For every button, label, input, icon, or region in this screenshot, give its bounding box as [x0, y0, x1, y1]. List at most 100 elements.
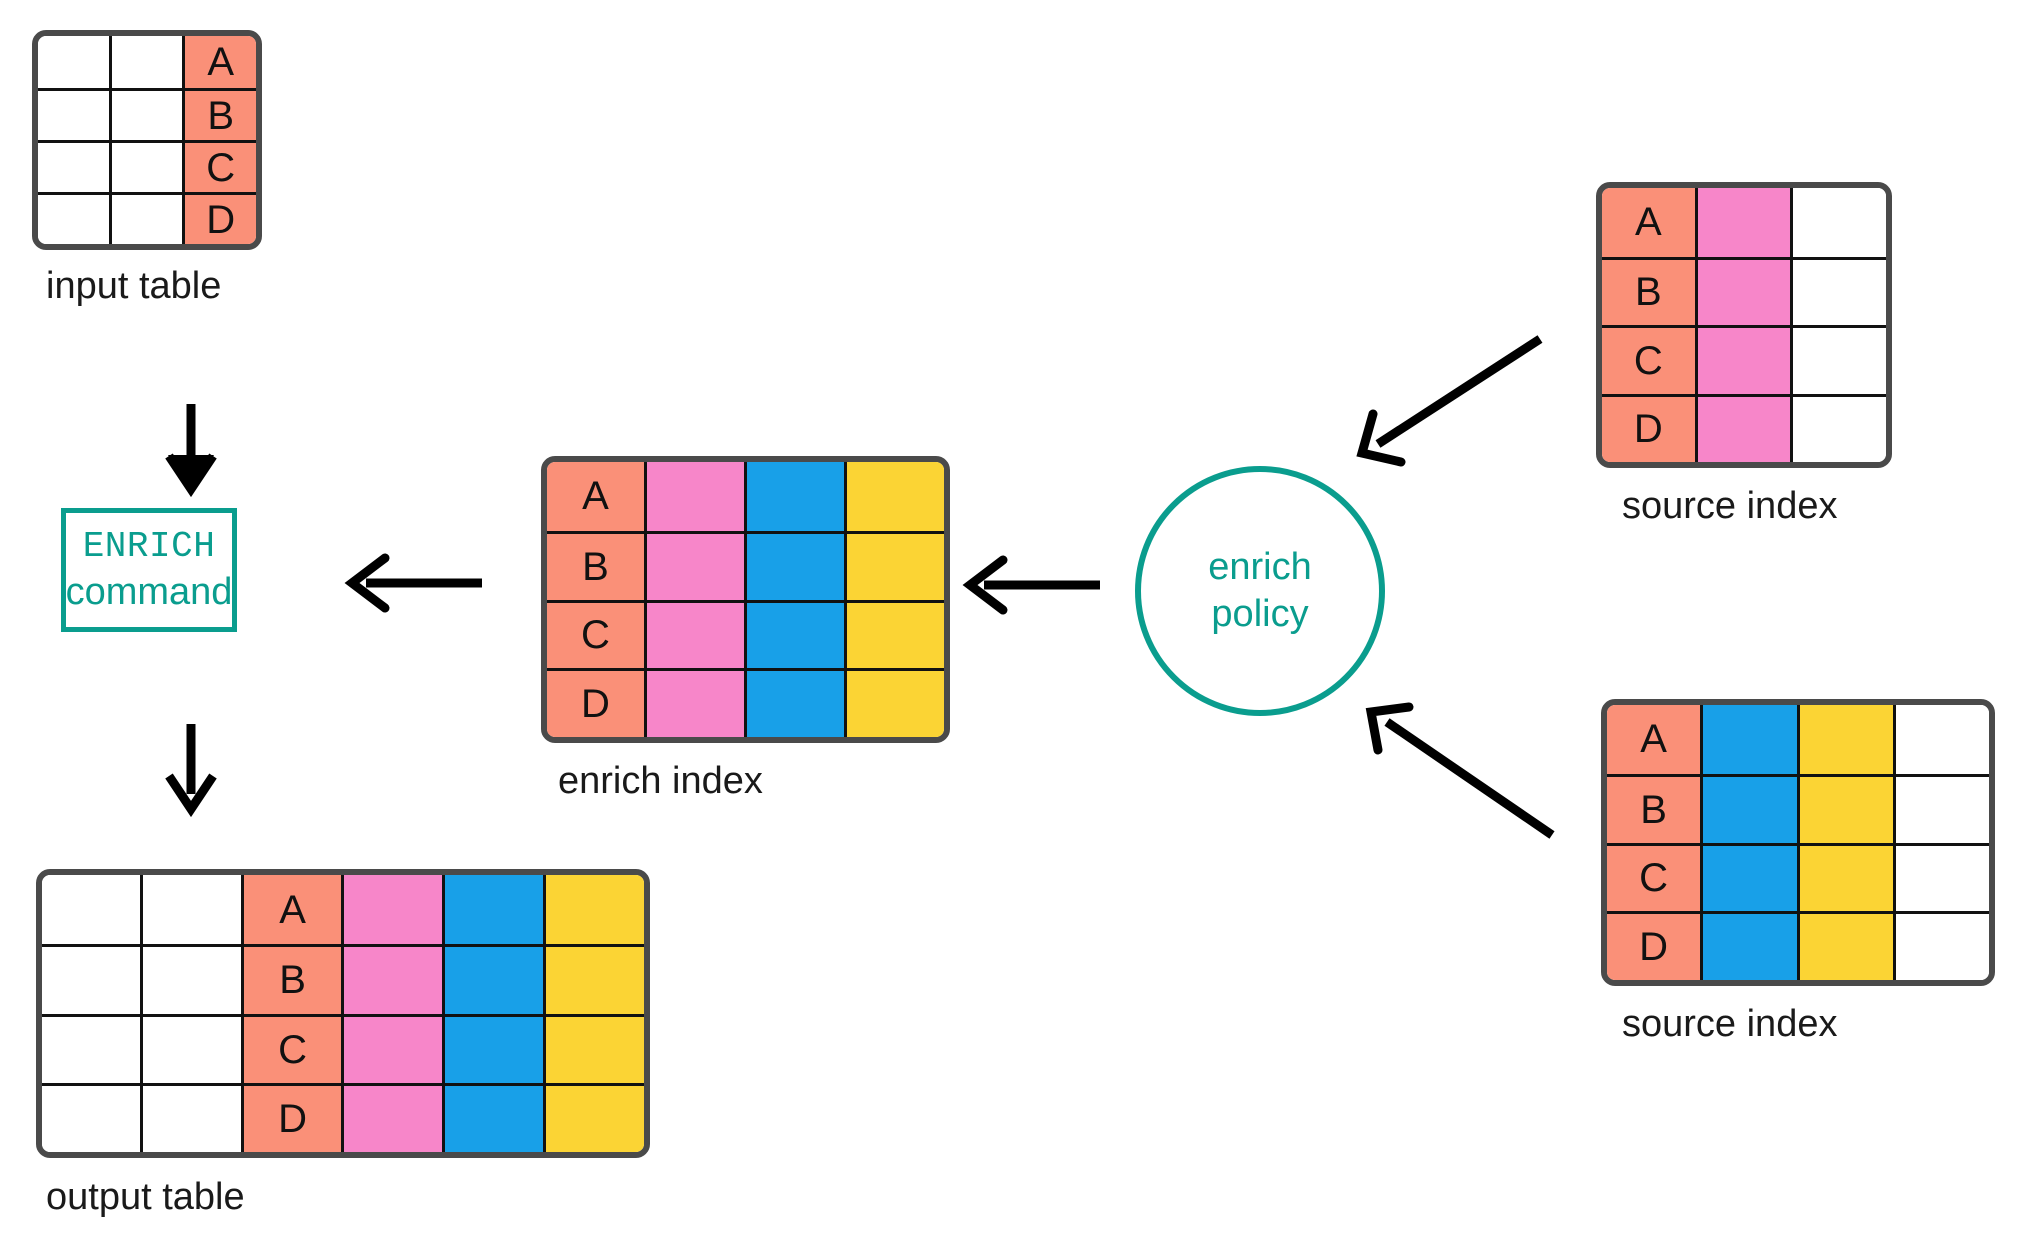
table-cell-key: C	[240, 1013, 342, 1083]
table-cell	[442, 875, 544, 945]
table-cell	[442, 944, 544, 1014]
table-cell	[38, 88, 109, 140]
table-cell	[543, 1013, 644, 1083]
table-cell-key: B	[547, 530, 644, 600]
table-cell	[108, 140, 183, 192]
table-cell-key: A	[182, 36, 256, 88]
table-row: D	[1602, 393, 1886, 462]
table-cell	[744, 599, 844, 669]
table-cell	[844, 599, 944, 669]
table-cell	[341, 1013, 443, 1083]
source-index-bottom-label: source index	[1622, 1003, 1838, 1045]
table-row: C	[38, 140, 256, 192]
table-cell	[38, 140, 109, 192]
table-cell	[442, 1013, 544, 1083]
table-cell	[38, 36, 109, 88]
table-row: D	[1607, 911, 1989, 980]
table-row: D	[42, 1082, 644, 1152]
table-cell	[844, 530, 944, 600]
table-cell-key: C	[1607, 842, 1701, 912]
arrow-source-index-top-to-policy	[1356, 335, 1543, 467]
table-cell	[644, 668, 744, 737]
table-row: B	[1607, 773, 1989, 843]
table-cell	[744, 530, 844, 600]
enrich-index-table: A B C D	[541, 456, 950, 743]
input-table-label: input table	[46, 265, 222, 307]
arrow-input-to-command	[165, 404, 217, 498]
table-cell	[844, 668, 944, 737]
table-cell	[442, 1082, 544, 1152]
output-table: A B C D	[36, 869, 650, 1158]
table-cell	[1700, 705, 1797, 774]
table-cell	[744, 462, 844, 531]
enrich-policy-line1: enrich	[1208, 545, 1312, 588]
table-cell-key: B	[1602, 256, 1695, 325]
table-cell	[1694, 325, 1791, 394]
source-index-top-label: source index	[1622, 485, 1838, 527]
arrow-command-to-output	[165, 724, 217, 818]
table-row: C	[547, 599, 944, 669]
enrich-policy-line2: policy	[1211, 593, 1309, 635]
table-row: C	[1607, 842, 1989, 912]
table-cell	[42, 944, 140, 1014]
table-cell-key: D	[1607, 911, 1701, 980]
table-cell	[108, 192, 183, 244]
table-cell	[1796, 705, 1893, 774]
table-cell-key: A	[547, 462, 644, 531]
table-row: C	[1602, 325, 1886, 394]
table-cell	[644, 462, 744, 531]
enrich-command-keyword: ENRICH	[82, 525, 216, 567]
table-cell-key: B	[182, 88, 256, 140]
table-cell	[1892, 705, 1989, 774]
table-cell	[139, 944, 241, 1014]
table-cell	[1694, 393, 1791, 462]
table-cell-key: A	[1607, 705, 1701, 774]
table-cell	[341, 944, 443, 1014]
table-cell-key: D	[182, 192, 256, 244]
table-cell	[38, 192, 109, 244]
table-cell	[139, 875, 241, 945]
table-row: D	[38, 192, 256, 244]
table-cell-key: C	[547, 599, 644, 669]
table-cell	[543, 944, 644, 1014]
table-cell	[139, 1013, 241, 1083]
table-row: D	[547, 668, 944, 737]
table-cell	[341, 1082, 443, 1152]
table-cell-key: B	[1607, 773, 1701, 843]
enrich-command-box[interactable]: ENRICH command	[61, 508, 237, 632]
table-cell	[1892, 911, 1989, 980]
table-cell	[1790, 256, 1886, 325]
table-cell	[42, 1082, 140, 1152]
table-cell	[139, 1082, 241, 1152]
table-cell-key: C	[1602, 325, 1695, 394]
table-cell	[1790, 325, 1886, 394]
table-cell	[844, 462, 944, 531]
table-row: A	[1607, 705, 1989, 774]
table-row: A	[547, 462, 944, 531]
source-index-bottom-table: A B C D	[1601, 699, 1995, 986]
arrow-enrich-index-to-command	[344, 553, 482, 613]
table-row: B	[1602, 256, 1886, 325]
table-cell	[543, 1082, 644, 1152]
table-cell	[108, 36, 183, 88]
output-table-label: output table	[46, 1176, 245, 1218]
table-row: B	[547, 530, 944, 600]
enrich-policy-node[interactable]: enrich policy	[1135, 466, 1385, 716]
table-cell-key: A	[240, 875, 342, 945]
table-cell	[644, 530, 744, 600]
table-cell	[1892, 842, 1989, 912]
table-cell	[1700, 911, 1797, 980]
table-cell	[1694, 256, 1791, 325]
table-cell	[108, 88, 183, 140]
table-cell	[1790, 188, 1886, 257]
table-cell	[1892, 773, 1989, 843]
table-cell	[42, 1013, 140, 1083]
table-row: B	[38, 88, 256, 140]
table-row: B	[42, 944, 644, 1014]
table-cell	[744, 668, 844, 737]
table-cell-key: C	[182, 140, 256, 192]
table-cell-key: D	[240, 1082, 342, 1152]
table-cell	[644, 599, 744, 669]
table-cell-key: D	[547, 668, 644, 737]
